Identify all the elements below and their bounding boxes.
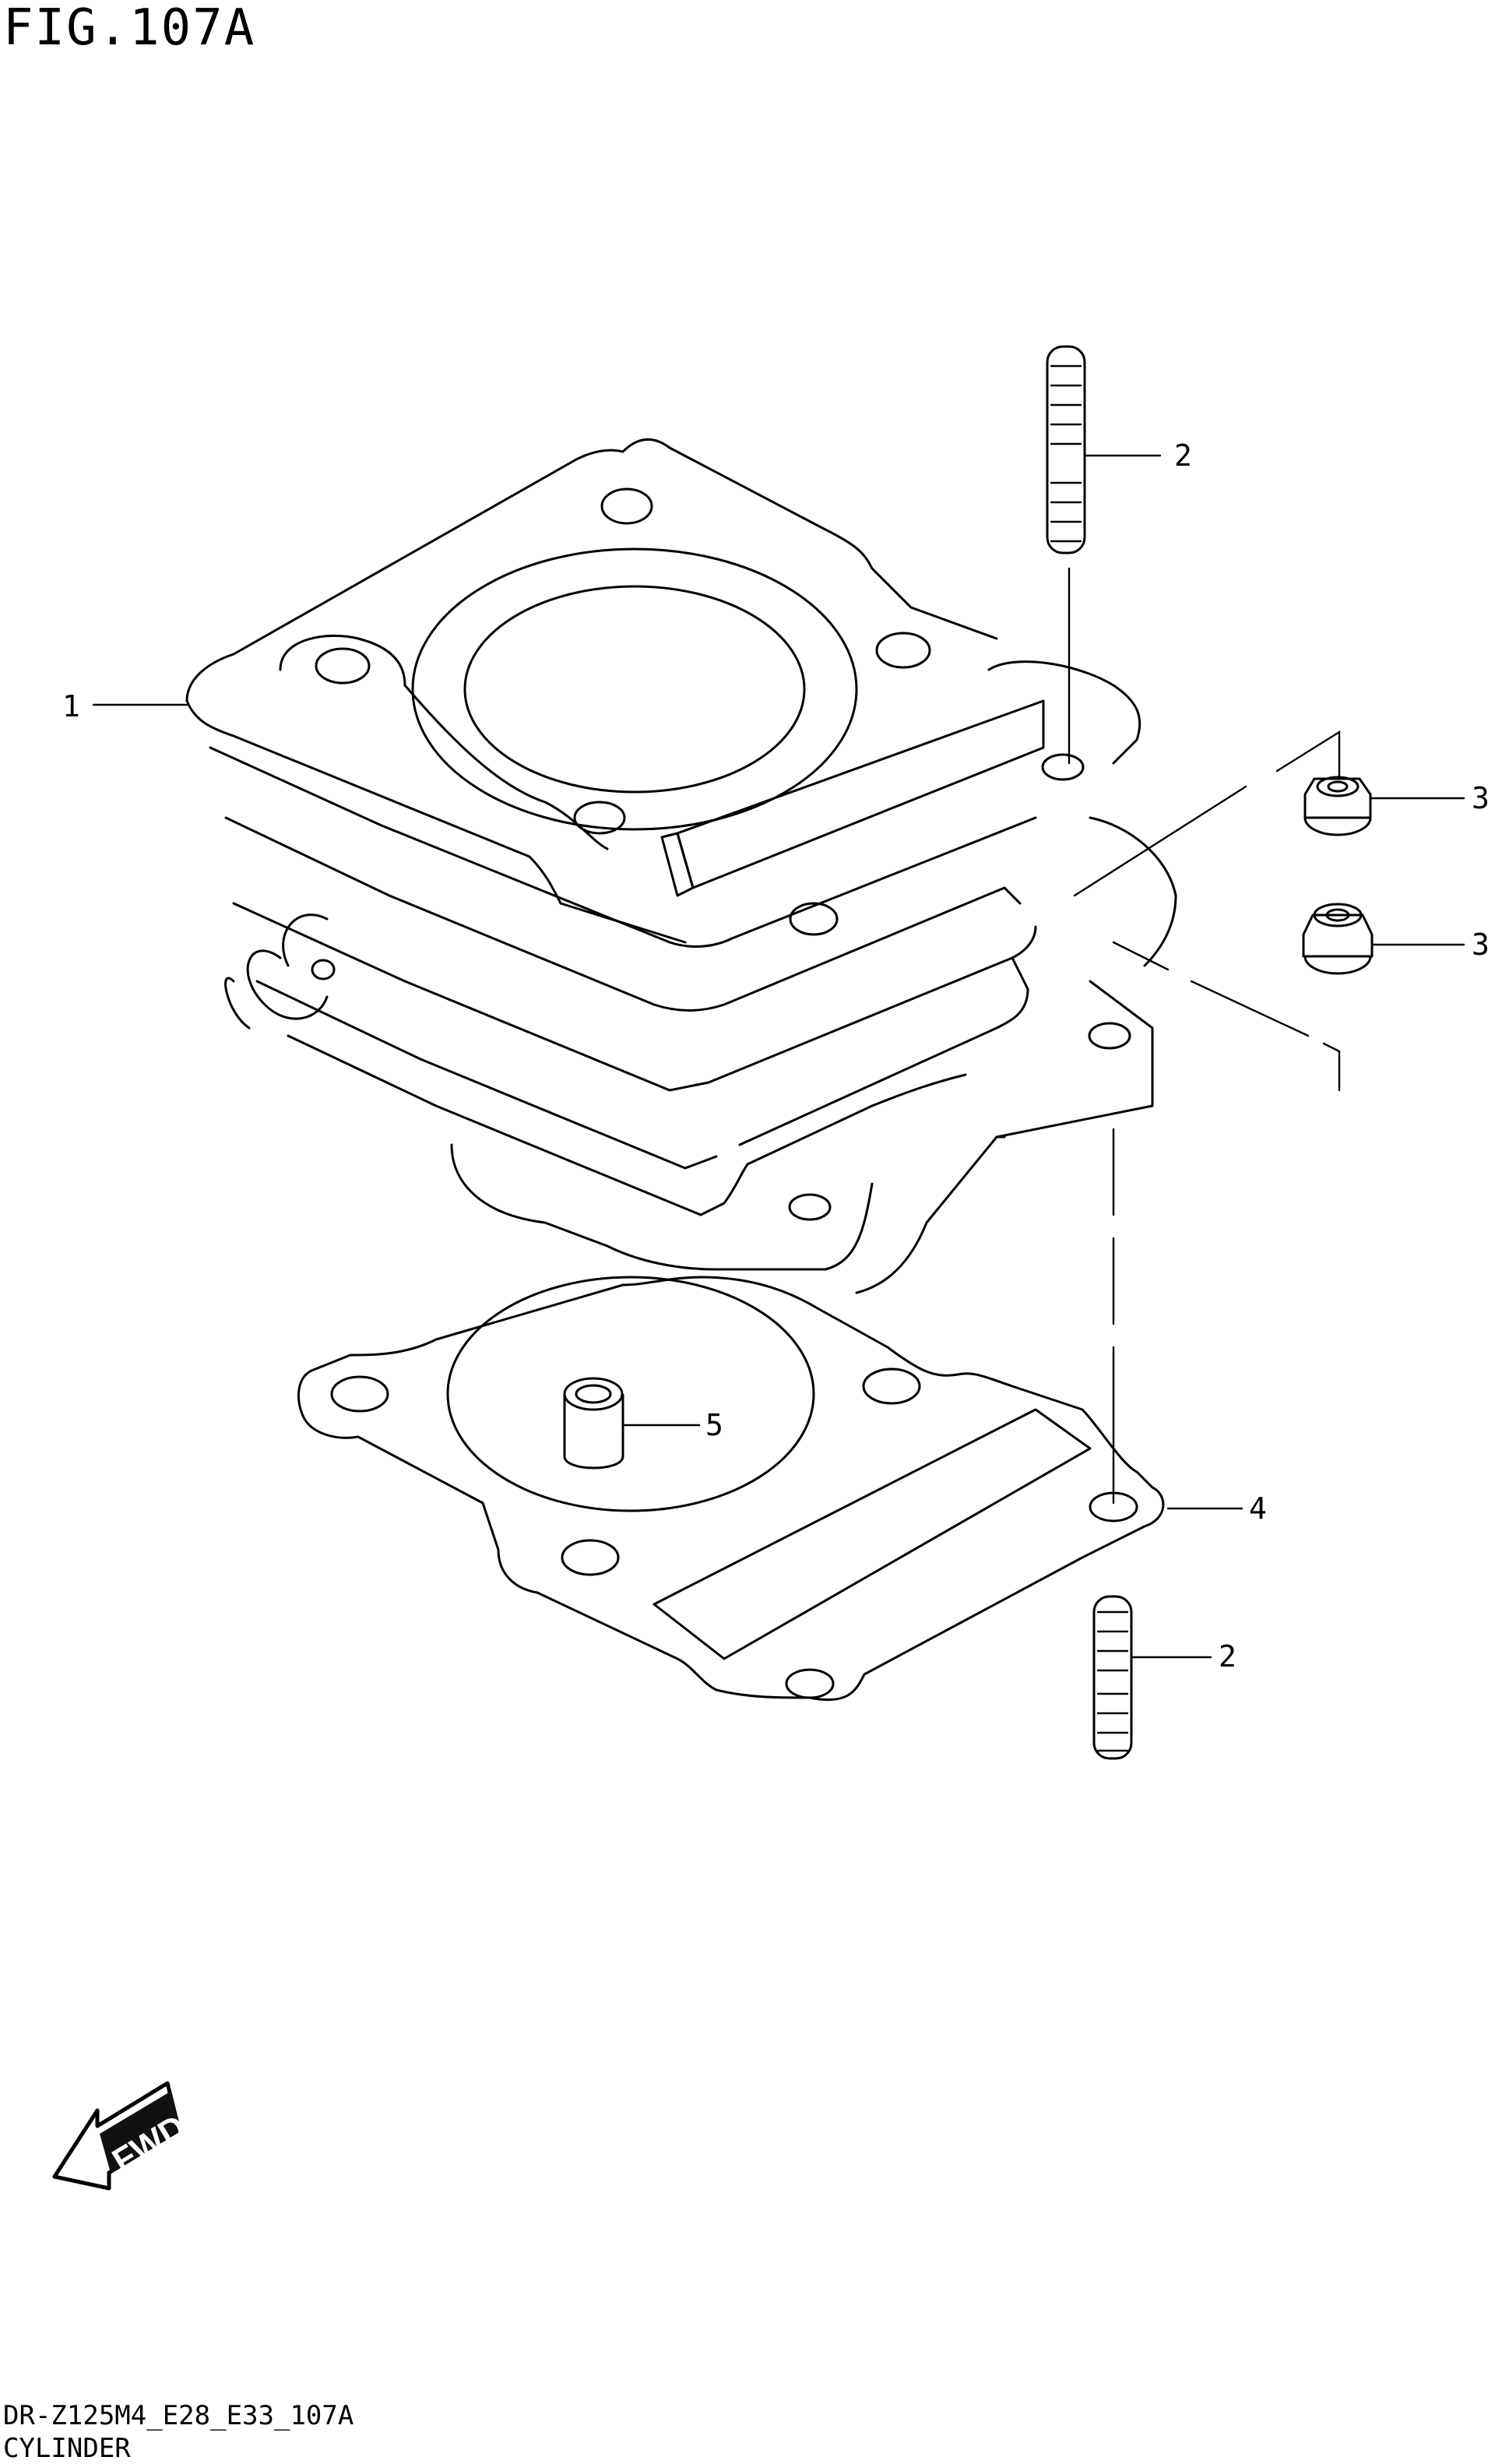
callout-1: 1 [62, 689, 188, 723]
callout-5: 5 [621, 1408, 723, 1442]
base-gasket [297, 1276, 1165, 1702]
callout-2-lower: 2 [1130, 1639, 1236, 1674]
model-code: DR-Z125M4_E28_E33_107A [3, 2400, 354, 2431]
callout-5-number: 5 [705, 1408, 723, 1442]
nut-upper [1303, 776, 1372, 836]
nut-lower [1302, 903, 1374, 975]
callout-4-number: 4 [1249, 1491, 1267, 1526]
callout-3-lower: 3 [1372, 928, 1490, 962]
fwd-badge: FWD [52, 2081, 192, 2191]
figure-title: FIG.107A [3, 0, 256, 57]
callout-3-lower-number: 3 [1472, 928, 1490, 962]
alignment-lines [1068, 567, 1341, 1505]
dowel-pin [563, 1377, 624, 1470]
stud-upper [1046, 345, 1086, 554]
callout-2-upper-number: 2 [1174, 438, 1192, 473]
callout-2-lower-number: 2 [1219, 1639, 1236, 1674]
callout-1-number: 1 [62, 689, 80, 723]
callout-2-upper: 2 [1083, 438, 1192, 473]
callout-4: 4 [1166, 1491, 1267, 1526]
cylinder-block [185, 438, 1177, 1294]
callout-3-upper: 3 [1370, 781, 1490, 815]
section-name: CYLINDER [3, 2433, 131, 2464]
stud-lower [1092, 1595, 1133, 1760]
callout-3-upper-number: 3 [1472, 781, 1490, 815]
callout-group: 1 2 2 3 3 4 5 [62, 438, 1490, 1674]
